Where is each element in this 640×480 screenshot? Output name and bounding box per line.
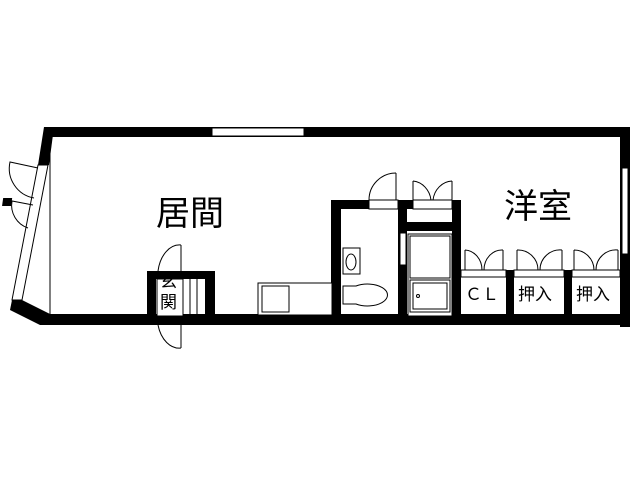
room-label-storage1: 押入 bbox=[518, 285, 552, 305]
storage2-door bbox=[573, 249, 619, 271]
storage1-door bbox=[516, 249, 563, 271]
top-window bbox=[211, 127, 305, 137]
balcony-door-1 bbox=[8, 161, 39, 199]
right-window bbox=[621, 167, 629, 255]
room-label-entrance-top: 玄 bbox=[160, 272, 177, 292]
bath-door bbox=[412, 180, 453, 201]
room-label-entrance-bottom: 関 bbox=[160, 293, 177, 313]
kitchen-counter bbox=[257, 282, 333, 316]
room-label-storage2: 押入 bbox=[576, 285, 610, 305]
closet-door bbox=[464, 249, 504, 271]
sink-icon bbox=[261, 285, 290, 313]
balcony-door-2 bbox=[11, 200, 34, 229]
toilet-icon bbox=[342, 283, 388, 307]
room-label-western: 洋室 bbox=[504, 187, 572, 227]
room-label-closet: ＣＬ bbox=[465, 285, 499, 305]
entrance-door-inner bbox=[157, 244, 182, 272]
toilet-door bbox=[368, 172, 397, 201]
room-label-living: 居間 bbox=[156, 194, 224, 234]
entrance-door-outer bbox=[157, 324, 182, 349]
left-window bbox=[11, 164, 49, 301]
